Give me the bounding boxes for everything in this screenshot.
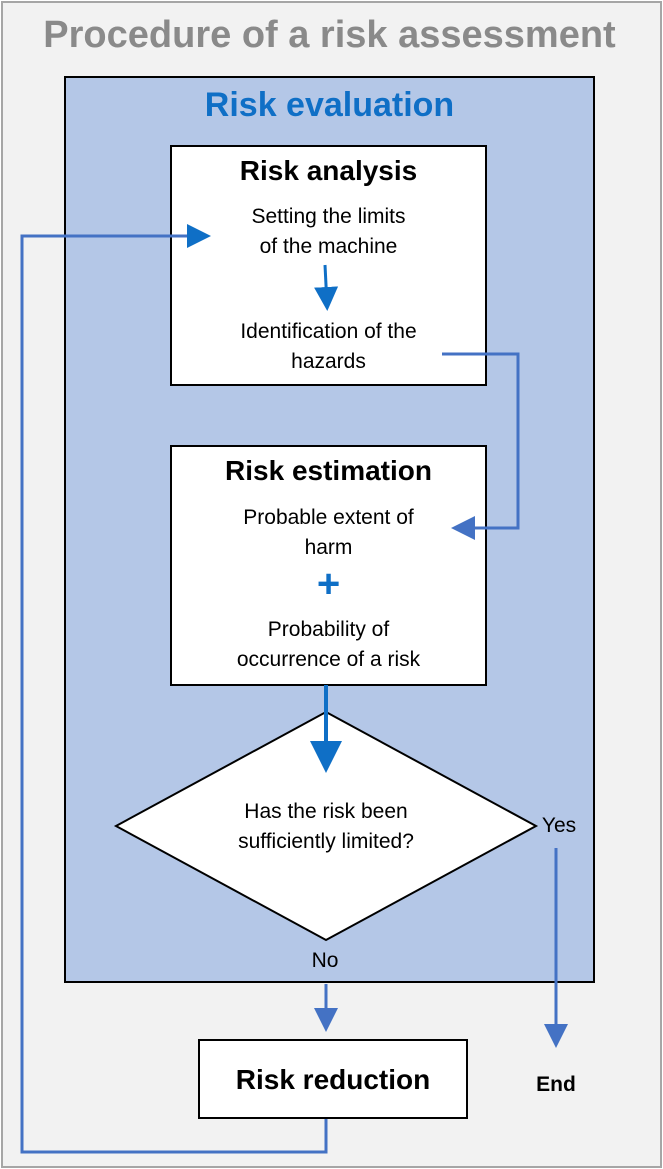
probability-occurrence-line-2: occurrence of a risk bbox=[236, 648, 421, 671]
risk-reduction-label: Risk reduction bbox=[235, 1064, 431, 1095]
probability-occurrence-item: Probability of occurrence of a risk bbox=[170, 615, 487, 675]
identification-hazards-step: Identification of the hazards bbox=[170, 317, 487, 377]
decision-diamond bbox=[113, 710, 539, 942]
yes-label: Yes bbox=[541, 814, 577, 837]
risk-estimation-title: Risk estimation bbox=[225, 455, 432, 486]
diagram-title: Procedure of a risk assessment bbox=[43, 14, 616, 56]
decision-question-line-2: sufficiently limited? bbox=[238, 830, 414, 853]
setting-limits-line-2: of the machine bbox=[259, 235, 398, 258]
extent-of-harm-line-1: Probable extent of bbox=[243, 506, 414, 529]
no-label: No bbox=[311, 949, 339, 972]
end-label: End bbox=[536, 1073, 576, 1096]
risk-evaluation-title: Risk evaluation bbox=[204, 86, 455, 124]
decision-question: Has the risk been sufficiently limited? bbox=[150, 797, 502, 857]
risk-estimation-box bbox=[170, 445, 487, 686]
arrow-hazards-to-estimation bbox=[442, 352, 520, 540]
identification-hazards-line-1: Identification of the bbox=[240, 320, 417, 343]
risk-analysis-box bbox=[170, 145, 487, 386]
risk-analysis-title: Risk analysis bbox=[239, 155, 418, 186]
identification-hazards-line-2: hazards bbox=[291, 350, 366, 373]
arrow-reduction-loop-back bbox=[20, 224, 328, 1154]
arrow-limits-to-hazards bbox=[314, 264, 339, 311]
risk-reduction-box bbox=[198, 1039, 468, 1119]
extent-of-harm-item: Probable extent of harm bbox=[170, 503, 487, 563]
setting-limits-line-1: Setting the limits bbox=[251, 205, 406, 228]
probability-occurrence-line-1: Probability of bbox=[267, 618, 390, 641]
setting-limits-step: Setting the limits of the machine bbox=[170, 202, 487, 262]
extent-of-harm-line-2: harm bbox=[304, 536, 353, 559]
plus-icon: + bbox=[316, 562, 341, 606]
decision-question-line-1: Has the risk been bbox=[244, 800, 408, 823]
